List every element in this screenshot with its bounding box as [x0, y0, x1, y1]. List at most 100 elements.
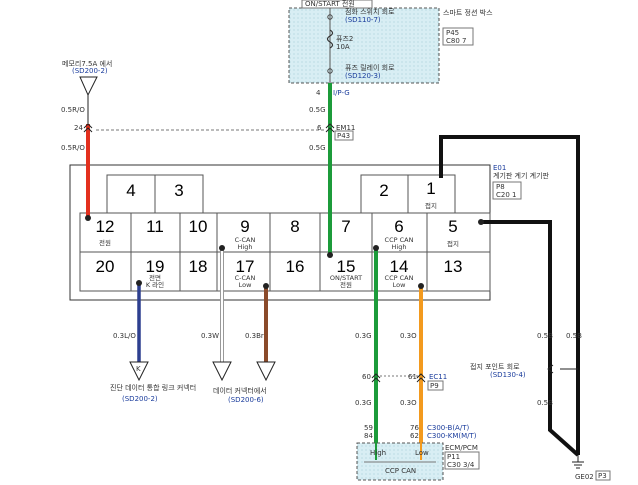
- module-header: ON/START 전원: [305, 0, 355, 8]
- data-connector-ref: (SD200-6): [228, 396, 264, 404]
- ground-wire-label-1: 0.5B: [537, 332, 553, 340]
- wire-label-w: 0.3W: [201, 332, 219, 340]
- pin-13: 13: [444, 257, 463, 276]
- ground-id: GE02: [575, 473, 594, 481]
- ecm-pcm-module: High Low CCP CAN ECM/PCM P11 C30 3/4: [356, 442, 480, 481]
- wire-label-g3: 0.3G: [355, 332, 372, 340]
- wire-label-g-2: 0.5G: [309, 144, 326, 152]
- ignition-circuit-ref: (SD110-7): [345, 16, 381, 24]
- ground-wire-label-2: 0.5B: [566, 332, 582, 340]
- ignition-circuit-label: 점화 스위치 회로: [345, 7, 395, 16]
- c300-ref-b: C300-KM(M/T): [427, 432, 477, 440]
- ground-point-label: 접지 포인트 회로: [470, 362, 520, 371]
- source-triangle-icon: [79, 76, 98, 97]
- wire-red: [83, 95, 93, 221]
- pin-1-sub: 접지: [425, 201, 437, 210]
- pin-14: 14: [390, 257, 409, 276]
- ecm-high-label: High: [370, 449, 386, 457]
- pin-8: 8: [290, 217, 299, 236]
- pin-12: 12: [96, 217, 115, 236]
- wire-label-g-1: 0.5G: [309, 106, 326, 114]
- pin-76-label: 76: [410, 424, 419, 432]
- top-junction-module: ON/START 전원 점화 스위치 회로 (SD110-7) 퓨즈2 10A …: [288, 0, 493, 84]
- top-wire-label: I/P-G: [333, 89, 350, 97]
- wire-green-ignition: [325, 83, 335, 258]
- pin-6: 6: [394, 217, 403, 236]
- ec11-code: P9: [430, 382, 439, 390]
- pin-9-sub2: High: [238, 243, 253, 251]
- ground-wire-label-3: 0.5B: [537, 399, 553, 407]
- pin-11: 11: [146, 217, 164, 236]
- ecm-bus-label: CCP CAN: [385, 467, 416, 475]
- wire-black-ground: 0.5B 0.5B 0.5B 접지 포인트 회로 (SD130-4) GE02 …: [439, 135, 611, 481]
- wire-label-g4: 0.3G: [355, 399, 372, 407]
- pin-6-sub: CCP CAN: [385, 236, 414, 244]
- em11-connector: 4 I/P-G 0.5G 6 EM11 P43 0.5G: [96, 89, 355, 152]
- ccan-low-triangle-icon: [256, 361, 276, 382]
- pin-19-sub: 전면: [149, 273, 161, 282]
- pin-5: 5: [448, 217, 457, 236]
- wire-label-lo: 0.3L/O: [113, 332, 136, 340]
- fuse-name: 퓨즈2: [336, 35, 353, 43]
- pin-19-sub2: K 라인: [146, 280, 164, 289]
- pin-9-sub: C-CAN: [235, 236, 256, 244]
- wire-brown-ccan-low: 0.3Br 데이터 커넥터에서 (SD200-6): [213, 283, 276, 404]
- em11-name: EM11: [336, 124, 355, 132]
- pin-3: 3: [174, 181, 183, 200]
- pin-10: 10: [189, 217, 208, 236]
- pin-15-sub: ON/START: [330, 274, 362, 282]
- wire-label-o1: 0.3O: [400, 332, 417, 340]
- pin-16: 16: [286, 257, 305, 276]
- wire-orange-ccp-low: 0.3O 61 EC11 P9 0.3O 76 62 C300-B(A/T) C…: [380, 283, 477, 443]
- dlc-ref: (SD200-2): [122, 395, 158, 403]
- pin-61-label: 61: [408, 373, 417, 381]
- ground-point-ref: (SD130-4): [490, 371, 526, 379]
- ground-code: P3: [598, 472, 607, 480]
- junction-box-name: 스마트 정션 박스: [443, 8, 493, 17]
- junction-box-code2: C80 7: [446, 37, 466, 45]
- ecm-low-label: Low: [415, 449, 429, 457]
- k-triangle-label: K: [136, 365, 141, 373]
- pin-5-sub: 접지: [447, 239, 459, 248]
- pin-4: 4: [126, 181, 135, 200]
- pin-17-sub: C-CAN: [235, 274, 256, 282]
- fuse-relay-ref: (SD120-3): [345, 72, 381, 80]
- fuse-icon: [326, 29, 334, 49]
- pin-62-label: 62: [410, 432, 419, 440]
- memory-fuse-label: 메모리7.5A 에서: [62, 59, 112, 68]
- dlc-label: 진단 데이터 통합 링크 커넥터: [110, 383, 196, 392]
- pin-19: 19: [146, 257, 165, 276]
- pin-17: 17: [236, 257, 255, 276]
- cluster-code: E01: [493, 164, 506, 172]
- pin-15: 15: [337, 257, 356, 276]
- pin-59-label: 59: [364, 424, 373, 432]
- cluster-name: 계기판 계기 계기판: [493, 171, 550, 180]
- pin-2: 2: [379, 181, 388, 200]
- memory-fuse-source: 메모리7.5A 에서 (SD200-2) 0.5R/O 24 0.5R/O: [61, 59, 112, 152]
- c300-ref-a: C300-B(A/T): [427, 424, 469, 432]
- k-triangle-icon: [129, 361, 149, 382]
- pin-20: 20: [96, 257, 115, 276]
- fuse-amp: 10A: [336, 43, 350, 51]
- cluster-code2: P8: [496, 183, 505, 191]
- junction-box-code: P45: [446, 29, 459, 37]
- pin-6-label: 6: [317, 124, 322, 132]
- ecm-code: P11: [447, 453, 460, 461]
- wire-label-o2: 0.3O: [400, 399, 417, 407]
- pin-17-sub2: Low: [239, 281, 252, 289]
- wire-green-ccp-high: 0.3G 60 0.3G 59 84: [355, 245, 381, 443]
- pin-15-sub2: 전원: [340, 280, 352, 289]
- wire-label-ro-1: 0.5R/O: [61, 106, 85, 114]
- cluster-connector: 4 3 2 1 접지 12 전원 11 10 9 C-CAN High 8 7 …: [69, 164, 491, 301]
- top-wire-pin: 4: [316, 89, 321, 97]
- pin-9: 9: [240, 217, 249, 236]
- fuse-relay-label: 퓨즈 릴레이 회로: [345, 63, 395, 72]
- pin-7: 7: [341, 217, 350, 236]
- pin-14-sub2: Low: [393, 281, 406, 289]
- em11-code: P43: [337, 132, 350, 140]
- pin-24-label: 24: [74, 124, 83, 132]
- pin-1: 1: [426, 179, 435, 198]
- cluster-label: E01 계기판 계기 계기판 P8 C20 1: [492, 164, 550, 200]
- wire-label-br: 0.3Br: [245, 332, 264, 340]
